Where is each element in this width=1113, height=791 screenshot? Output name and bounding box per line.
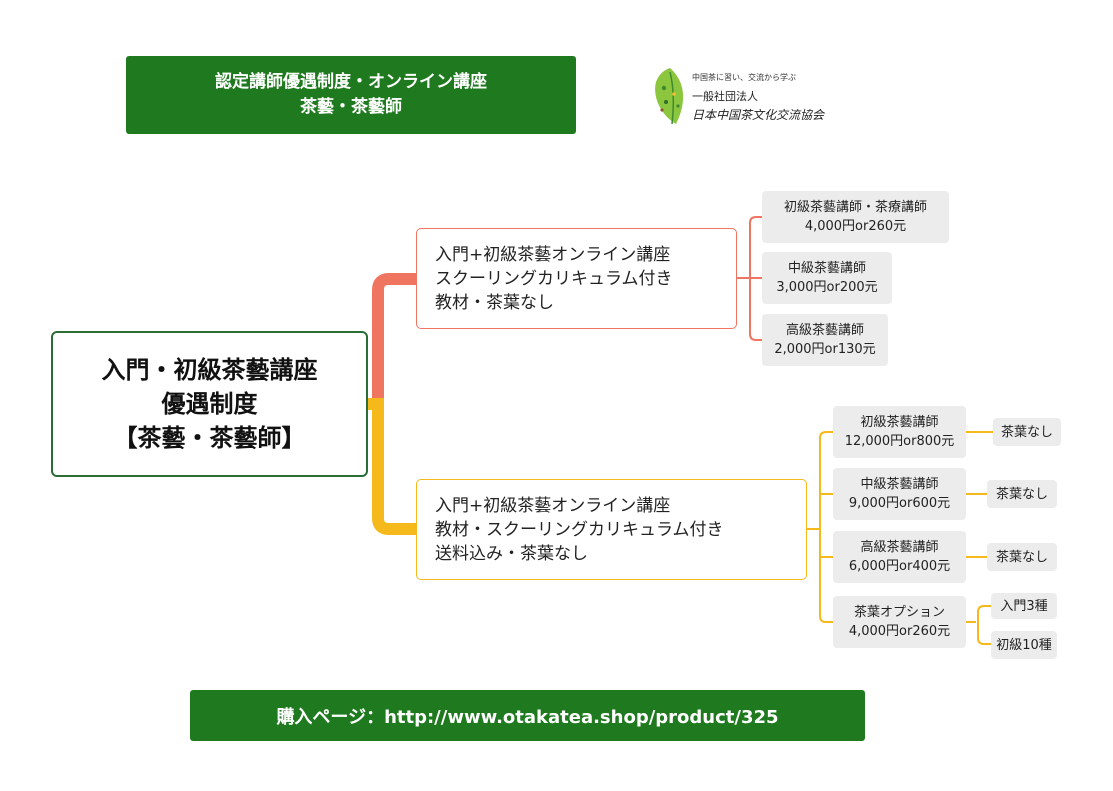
subleaf-b-4b-label: 初級10種 <box>996 637 1052 653</box>
root-line-3: 【茶藝・茶藝師】 <box>113 424 306 452</box>
leaf-a-1: 初級茶藝講師・茶療講師 4,000円or260元 <box>762 191 949 243</box>
leaf-b-3-price: 6,000円or400元 <box>848 559 951 574</box>
subleaf-b-4a-label: 入門3種 <box>1000 598 1048 614</box>
connector-root-branch-b <box>368 398 416 535</box>
subleaf-b-2: 茶葉なし <box>987 480 1057 508</box>
leaf-b-2-price: 9,000円or600元 <box>848 496 951 511</box>
branch-b-line-2: 教材・スクーリングカリキュラム付き <box>435 519 724 540</box>
purchase-link-banner[interactable]: 購入ページ：http://www.otakatea.shop/product/3… <box>190 690 865 741</box>
leaf-b-4: 茶葉オプション 4,000円or260元 <box>833 596 966 648</box>
leaf-a-3-name: 高級茶藝講師 <box>785 323 864 338</box>
leaf-b-1-name: 初級茶藝講師 <box>860 415 939 430</box>
subleaf-b-4b: 初級10種 <box>991 631 1057 659</box>
branch-a-line-3: 教材・茶葉なし <box>435 292 554 313</box>
leaf-a-1-price: 4,000円or260元 <box>804 219 907 234</box>
subleaf-b-3-label: 茶葉なし <box>995 549 1048 565</box>
connector-branch-a-leaves <box>737 216 762 341</box>
subleaf-b-1: 茶葉なし <box>993 418 1061 446</box>
logo-org-type: 一般社団法人 <box>692 90 758 103</box>
leaf-b-1: 初級茶藝講師 12,000円or800元 <box>833 406 966 458</box>
leaf-b-1-price: 12,000円or800元 <box>844 434 955 449</box>
subleaf-b-4a: 入門3種 <box>991 593 1057 619</box>
branch-a-line-1: 入門+初級茶藝オンライン講座 <box>435 244 671 265</box>
subleaf-b-1-label: 茶葉なし <box>1000 424 1053 440</box>
connector-root-branch-a <box>368 273 416 410</box>
leaf-a-3: 高級茶藝講師 2,000円or130元 <box>762 314 888 366</box>
leaf-a-2-price: 3,000円or200元 <box>776 280 878 295</box>
branch-a-line-2: スクーリングカリキュラム付き <box>435 268 673 289</box>
subleaf-b-2-label: 茶葉なし <box>995 486 1048 502</box>
leaf-b-3-name: 高級茶藝講師 <box>860 540 939 555</box>
logo-org-name: 日本中国茶文化交流協会 <box>692 108 825 122</box>
purchase-link-text[interactable]: 購入ページ：http://www.otakatea.shop/product/3… <box>276 706 779 728</box>
root-line-1: 入門・初級茶藝講座 <box>101 356 318 384</box>
logo-tagline: 中国茶に習い、交流から学ぶ <box>692 73 796 82</box>
leaf-a-2: 中級茶藝講師 3,000円or200元 <box>762 252 892 304</box>
title-line-1: 認定講師優遇制度・オンライン講座 <box>215 72 487 92</box>
leaf-b-3: 高級茶藝講師 6,000円or400元 <box>833 531 966 583</box>
title-banner: 認定講師優遇制度・オンライン講座 茶藝・茶藝師 <box>126 56 576 134</box>
leaf-a-1-name: 初級茶藝講師・茶療講師 <box>783 200 927 215</box>
leaf-a-3-price: 2,000円or130元 <box>774 342 876 357</box>
root-line-2: 優遇制度 <box>161 390 258 418</box>
branch-node-a: 入門+初級茶藝オンライン講座 スクーリングカリキュラム付き 教材・茶葉なし <box>416 228 737 329</box>
tea-leaf-icon <box>655 68 684 125</box>
leaf-b-4-price: 4,000円or260元 <box>848 624 951 639</box>
leaf-b-2-name: 中級茶藝講師 <box>860 477 939 492</box>
title-line-2: 茶藝・茶藝師 <box>300 97 402 117</box>
leaf-a-2-name: 中級茶藝講師 <box>787 261 866 276</box>
leaf-b-4-name: 茶葉オプション <box>853 605 945 620</box>
branch-b-line-1: 入門+初級茶藝オンライン講座 <box>435 495 671 516</box>
leaf-b-2: 中級茶藝講師 9,000円or600元 <box>833 468 966 520</box>
branch-node-b: 入門+初級茶藝オンライン講座 教材・スクーリングカリキュラム付き 送料込み・茶葉… <box>416 479 807 580</box>
branch-b-line-3: 送料込み・茶葉なし <box>435 543 588 564</box>
organization-logo: 中国茶に習い、交流から学ぶ 一般社団法人 日本中国茶文化交流協会 <box>650 66 870 130</box>
subleaf-b-3: 茶葉なし <box>987 543 1057 571</box>
connector-branch-b-leaves <box>807 431 993 645</box>
root-node: 入門・初級茶藝講座 優遇制度 【茶藝・茶藝師】 <box>51 331 368 477</box>
